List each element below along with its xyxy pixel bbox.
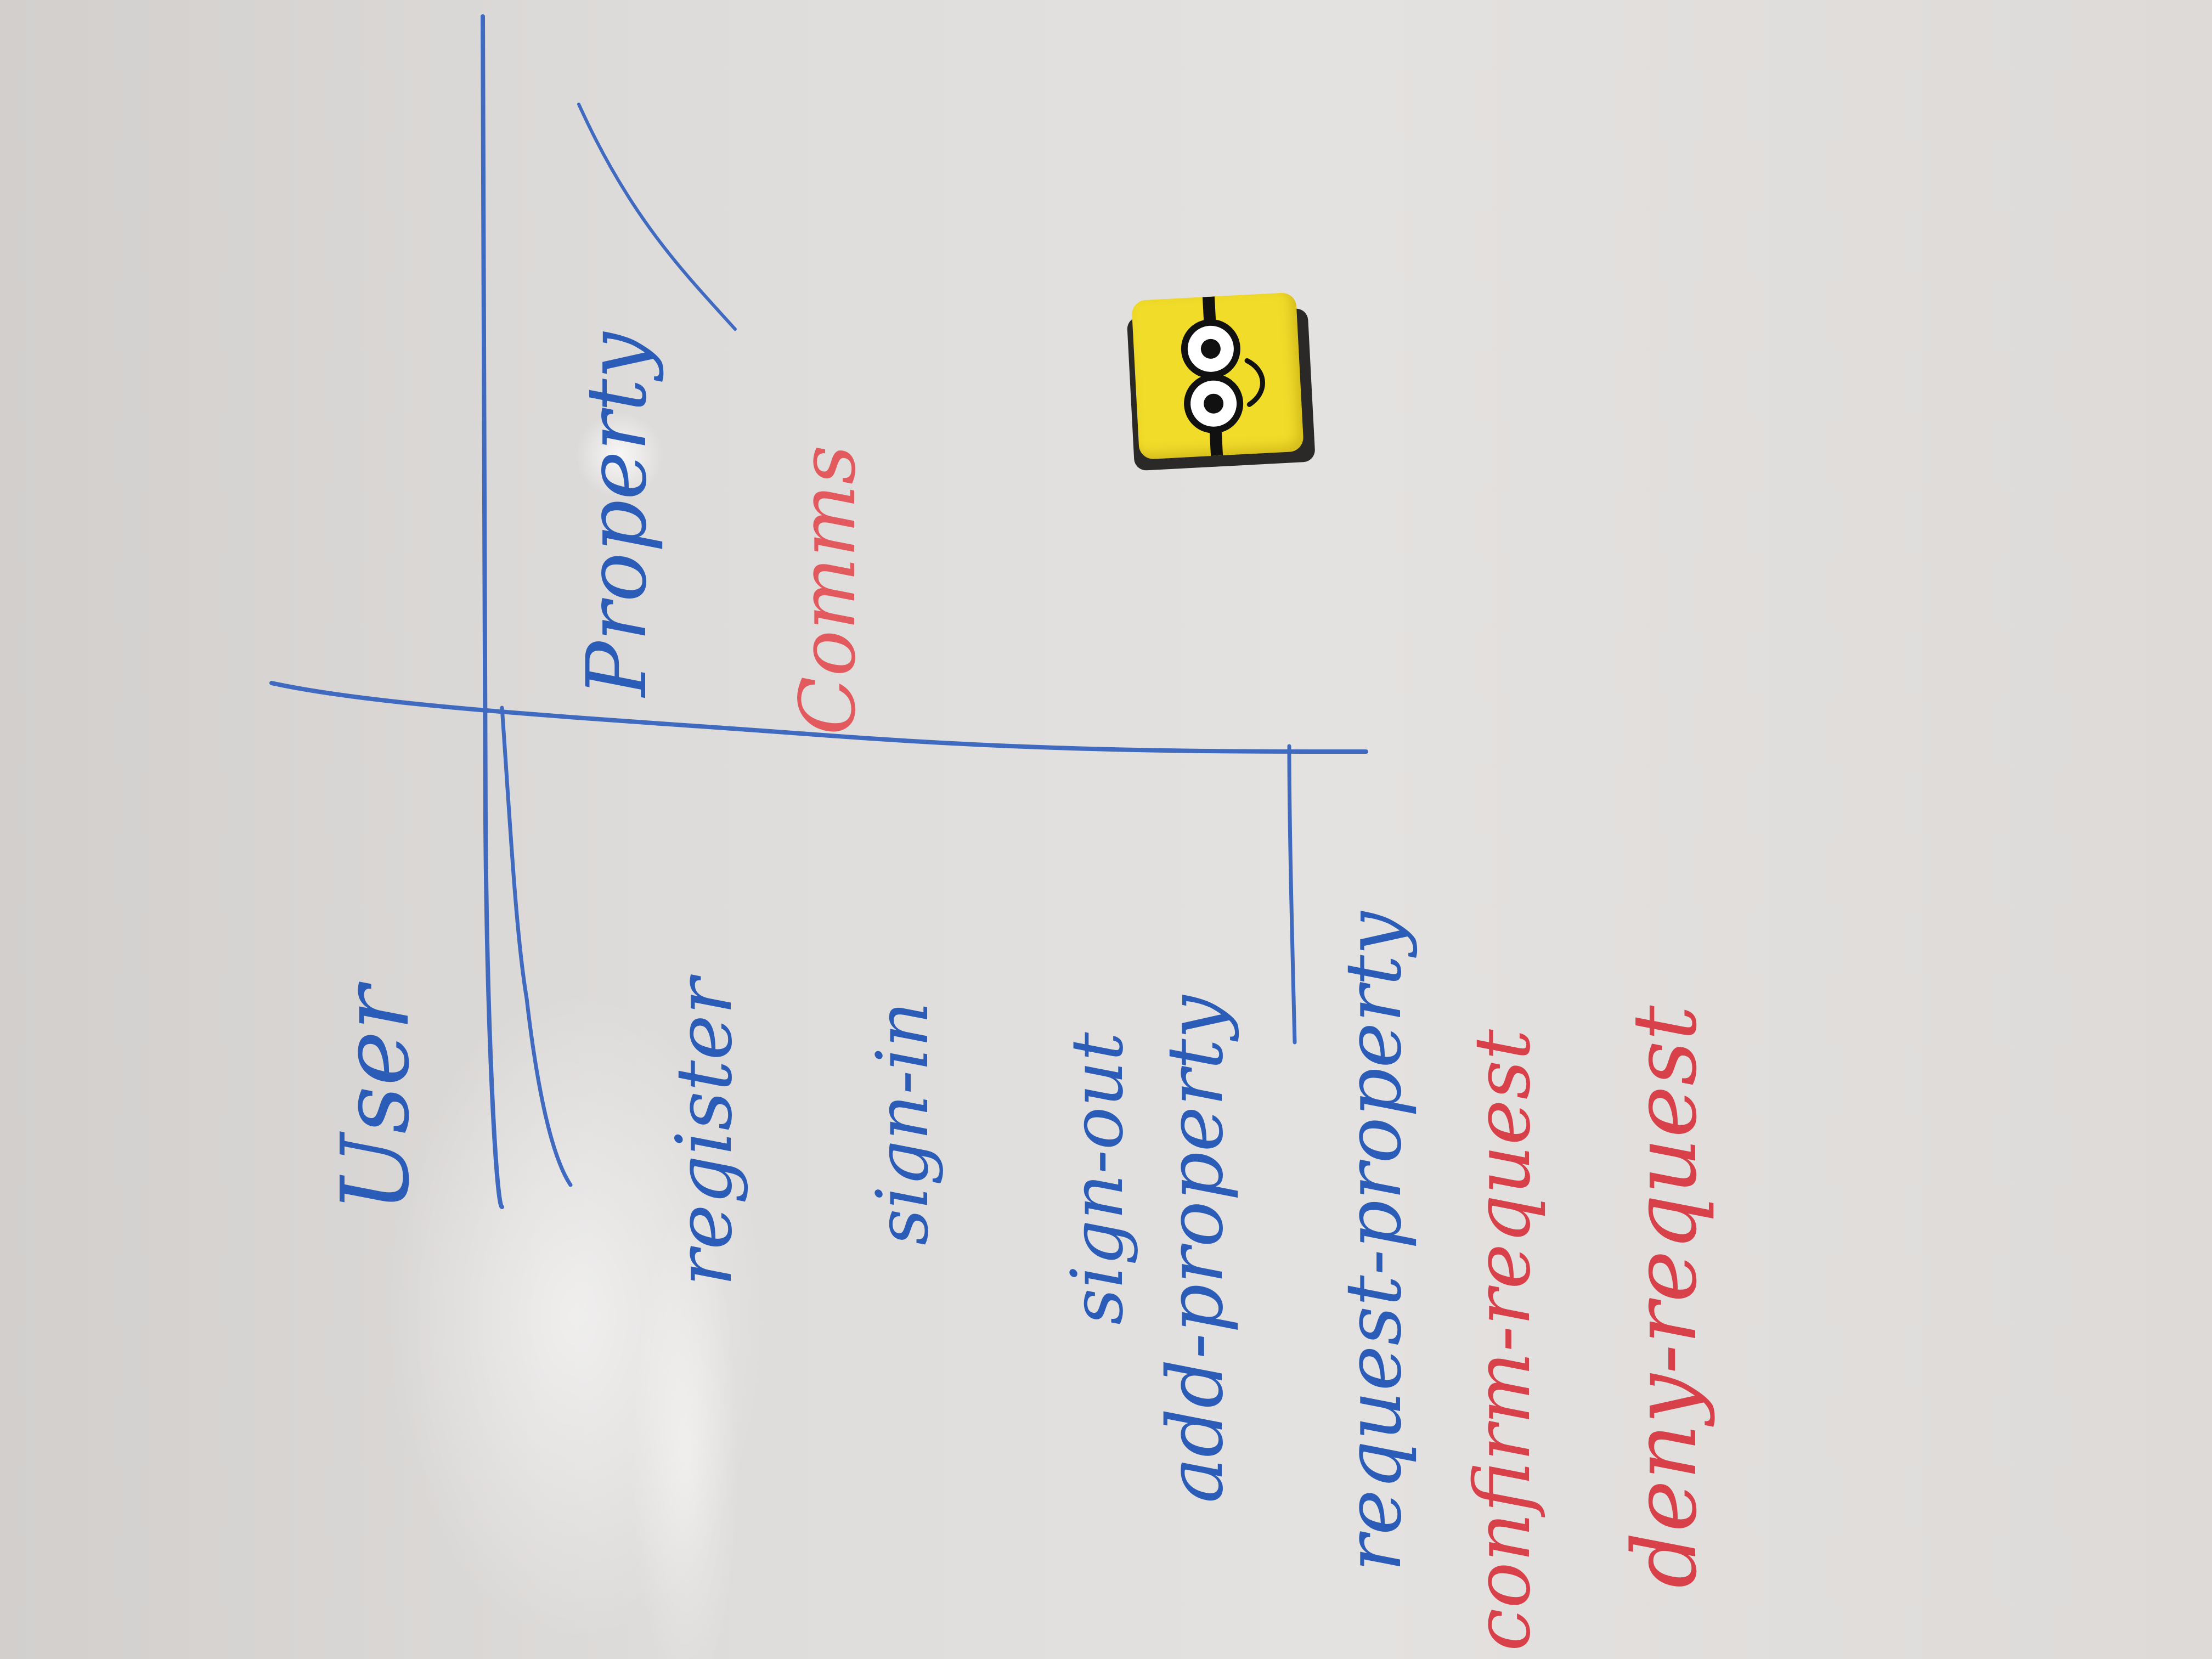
user-item-sign-in: sign-in [861, 1001, 944, 1245]
heading-comms: Comms [783, 445, 873, 735]
header-underline [269, 681, 1368, 754]
row-separator-line [1287, 744, 1297, 1045]
property-underline [577, 103, 737, 331]
heading-property: Property [569, 332, 665, 697]
heading-user: User [321, 986, 430, 1212]
minion-face-icon [1181, 296, 1265, 456]
minion-eraser[interactable] [1126, 292, 1316, 471]
user-item-sign-out: sign-out [1056, 1032, 1139, 1325]
eraser-yellow-top [1131, 292, 1304, 460]
comms-item-confirm-request: confirm-request [1458, 1029, 1548, 1651]
right-eye [1204, 393, 1224, 414]
smile [1244, 358, 1265, 407]
comms-item-deny-request: deny-request [1613, 1005, 1716, 1588]
property-item-request-property: request-property [1329, 911, 1419, 1572]
left-eye [1200, 338, 1221, 359]
column-divider-line [500, 706, 573, 1187]
vertical-divider-line [481, 14, 504, 1209]
user-item-register: register [660, 978, 749, 1286]
property-item-add-property: add-property [1151, 995, 1240, 1503]
